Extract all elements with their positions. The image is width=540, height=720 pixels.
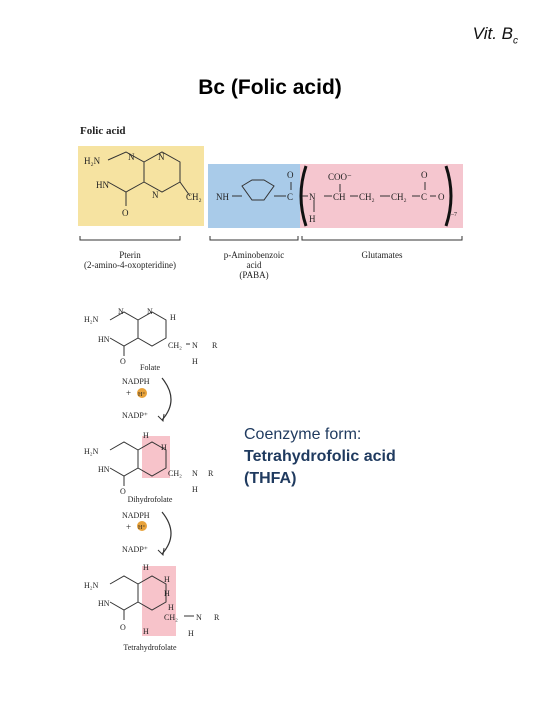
dhf-h2n: H₂N (84, 447, 99, 456)
tetrahydrofolate-label: Tetrahydrofolate (123, 643, 177, 652)
plus-2: + (126, 522, 131, 532)
pterin-sub: (2-amino-4-oxopteridine) (84, 260, 176, 270)
reduction-pathway: H₂N N N H HN CH₂ N R H O Folate NADPH + … (84, 307, 220, 652)
thf-h5: H (143, 627, 149, 636)
dhf-ch2: CH₂ (168, 469, 182, 478)
thf-h4: H (168, 603, 174, 612)
folate-ch2: CH₂ (168, 341, 182, 350)
atom-o2: O (287, 170, 294, 180)
coenzyme-box: Coenzyme form: Tetrahydrofolic acid (THF… (244, 424, 396, 490)
folic-acid-structure: Folic acid H₂N N N HN N O CH₂ NH O C N H… (78, 125, 463, 280)
page-title: Bc (Folic acid) (198, 76, 342, 99)
atom-h1: H (309, 214, 316, 224)
folate-hn: HN (98, 335, 110, 344)
folate-h2n: H₂N (84, 315, 99, 324)
paba-brace (209, 236, 299, 241)
thf-r: R (214, 613, 220, 622)
folate-h: H (170, 313, 176, 322)
nadp-1: NADP⁺ (122, 411, 148, 420)
dhf-h3: H (192, 485, 198, 494)
atom-ch2-b: CH₂ (391, 192, 407, 202)
atom-n1: N (128, 152, 135, 162)
glutamate-brace (301, 236, 463, 241)
nadph-2: NADPH (122, 511, 150, 520)
pterin-brace (79, 236, 181, 241)
paba-abbr: (PABA) (239, 270, 268, 280)
atom-ch2: CH₂ (186, 192, 202, 202)
paba-label: p-Aminobenzoic (224, 250, 284, 260)
thf-h2: H (164, 575, 170, 584)
atom-o3: O (421, 170, 428, 180)
glutamates-label: Glutamates (362, 250, 403, 260)
folate-n: N (118, 307, 124, 316)
folate-n2: N (147, 307, 153, 316)
nadph-1: NADPH (122, 377, 150, 386)
coenzyme-name: Tetrahydrofolic acid (244, 448, 396, 465)
thf-highlight (142, 566, 176, 636)
pterin-label: Pterin (119, 250, 141, 260)
structure-heading: Folic acid (80, 125, 126, 137)
atom-c1: C (287, 192, 293, 202)
thf-h3: H (164, 589, 170, 598)
coenzyme-abbr: (THFA) (244, 470, 297, 487)
folate-o: O (120, 357, 126, 366)
thf-o: O (120, 623, 126, 632)
atom-h2n: H₂N (84, 156, 101, 166)
folate-n3: N (192, 341, 198, 350)
paba-label2: acid (247, 260, 262, 270)
atom-n2: N (158, 152, 165, 162)
atom-hn: HN (96, 180, 109, 190)
atom-n-sub: 1–7 (448, 212, 457, 218)
dhf-r: R (208, 469, 214, 478)
hplus-2: H⁺ (138, 524, 146, 531)
atom-coo: COO⁻ (328, 172, 352, 182)
folate-h2: H (192, 357, 198, 366)
reduction-arrow-2 (161, 511, 172, 555)
folate-label: Folate (140, 363, 160, 372)
dihydrofolate-label: Dihydrofolate (128, 495, 173, 504)
hplus-marker-1 (137, 388, 147, 398)
atom-n3: N (152, 190, 159, 200)
dhf-hn: HN (98, 465, 110, 474)
atom-nh: NH (216, 192, 229, 202)
nadp-2: NADP⁺ (122, 545, 148, 554)
dhf-n: N (192, 469, 198, 478)
dhf-h-top: H (143, 431, 149, 440)
atom-o4: O (438, 192, 445, 202)
atom-ch2-a: CH₂ (359, 192, 375, 202)
atom-c2: C (421, 192, 427, 202)
reduction-arrow-1 (161, 377, 172, 421)
thf-n: N (196, 613, 202, 622)
folate-r: R (212, 341, 218, 350)
dhf-h2: H (161, 443, 167, 452)
hplus-1: H⁺ (138, 391, 146, 398)
coenzyme-label: Coenzyme form: (244, 426, 362, 443)
atom-o1: O (122, 208, 129, 218)
atom-ch: CH (333, 192, 346, 202)
hplus-marker-2 (137, 521, 147, 531)
dhf-highlight (142, 436, 170, 478)
thf-h-top: H (143, 563, 149, 572)
thf-hn: HN (98, 599, 110, 608)
plus-1: + (126, 388, 131, 398)
vitamin-label: Vit. Bc (472, 24, 518, 47)
atom-n4: N (309, 192, 316, 202)
thf-ch2: CH₂ (164, 613, 178, 622)
thf-h6: H (188, 629, 194, 638)
dhf-o: O (120, 487, 126, 496)
thf-h2n: H₂N (84, 581, 99, 590)
